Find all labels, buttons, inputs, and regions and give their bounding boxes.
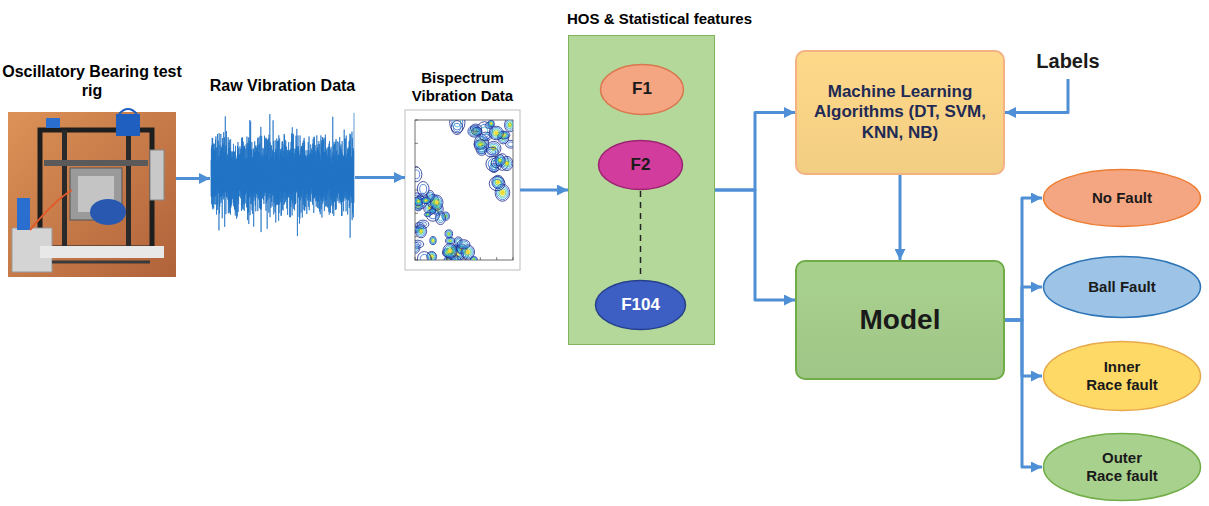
node-label: Outer Race fault: [1084, 449, 1160, 485]
text-holder: Outer Race fault: [1084, 449, 1160, 485]
raw-signal-plot: Raw Vibration Data: [210, 105, 355, 245]
text-holder: No Fault: [1092, 189, 1152, 207]
block-heading: Oscillatory Bearing test rig: [0, 62, 187, 100]
class-ellipse: No Fault: [1042, 168, 1202, 228]
flow-arrow: [355, 176, 405, 179]
text-holder: Ball Fault: [1088, 278, 1156, 296]
flow-arrow: [1005, 320, 1042, 467]
text-holder: Model: [860, 303, 941, 337]
flow-arrow: [520, 189, 568, 192]
class-ellipse: Outer Race fault: [1042, 432, 1202, 502]
feature-ellipse: F1: [599, 63, 685, 116]
node-label: F1: [632, 79, 652, 99]
input-label: Labels: [1028, 45, 1108, 77]
ellipse-shape: [1044, 342, 1201, 411]
input-label-text: Labels: [1036, 49, 1099, 73]
flow-arrow: [715, 113, 795, 191]
node-label: No Fault: [1092, 189, 1152, 207]
heading-holder: HOS & Statistical features: [540, 10, 780, 28]
text-holder: F104: [621, 295, 660, 315]
dashed-link: [640, 191, 642, 279]
node-label: Machine Learning Algorithms (DT, SVM, KN…: [810, 82, 990, 143]
block-heading: HOS & Statistical features: [540, 10, 780, 28]
class-ellipse: Inner Race fault: [1042, 340, 1202, 412]
class-ellipse: Ball Fault: [1042, 255, 1202, 319]
node-label: F2: [631, 155, 651, 175]
node-label: Model: [860, 303, 941, 337]
text-holder: F2: [631, 155, 651, 175]
flow-arrow: [1005, 79, 1068, 113]
ellipse-shape: [1044, 257, 1201, 318]
test-rig-picture: Oscillatory Bearing test rig: [8, 112, 176, 277]
feature-ellipse: F2: [597, 139, 684, 191]
ellipse-shape: [599, 141, 683, 190]
test-rig-photo: [8, 109, 176, 277]
heading-holder: Raw Vibration Data: [188, 76, 378, 95]
flow-arrow: [899, 175, 902, 260]
flow-arrow: [1005, 287, 1042, 320]
block-heading: Raw Vibration Data: [188, 76, 378, 95]
node-label: Ball Fault: [1088, 278, 1156, 296]
block-heading: Bispectrum Vibration Data: [393, 69, 533, 105]
text-holder: Labels: [1036, 49, 1099, 73]
node-label: F104: [621, 295, 660, 315]
node-label: Inner Race fault: [1084, 358, 1160, 394]
ellipse-shape: [1044, 434, 1201, 501]
model-box: Model: [795, 260, 1005, 380]
ellipse-shape: [1044, 170, 1201, 227]
flow-arrow: [715, 190, 795, 300]
flow-arrow: [176, 177, 210, 180]
flow-arrow: [1005, 198, 1042, 320]
ellipse-shape: [596, 281, 686, 330]
bispectrum-plot: Bispectrum Vibration Data: [405, 110, 520, 270]
heading-holder: Bispectrum Vibration Data: [393, 69, 533, 105]
text-holder: F1: [632, 79, 652, 99]
ellipse-shape: [601, 65, 684, 115]
algorithm-box: Machine Learning Algorithms (DT, SVM, KN…: [795, 50, 1005, 175]
raw-vibration-waveform: [210, 105, 355, 245]
text-holder: Inner Race fault: [1084, 358, 1160, 394]
text-holder: Machine Learning Algorithms (DT, SVM, KN…: [810, 82, 990, 143]
feature-ellipse: F104: [594, 279, 687, 331]
bispectrum-plot: [405, 110, 520, 270]
feature-panel: HOS & Statistical featuresF1F2F104: [568, 35, 715, 345]
heading-holder: Oscillatory Bearing test rig: [0, 62, 187, 100]
